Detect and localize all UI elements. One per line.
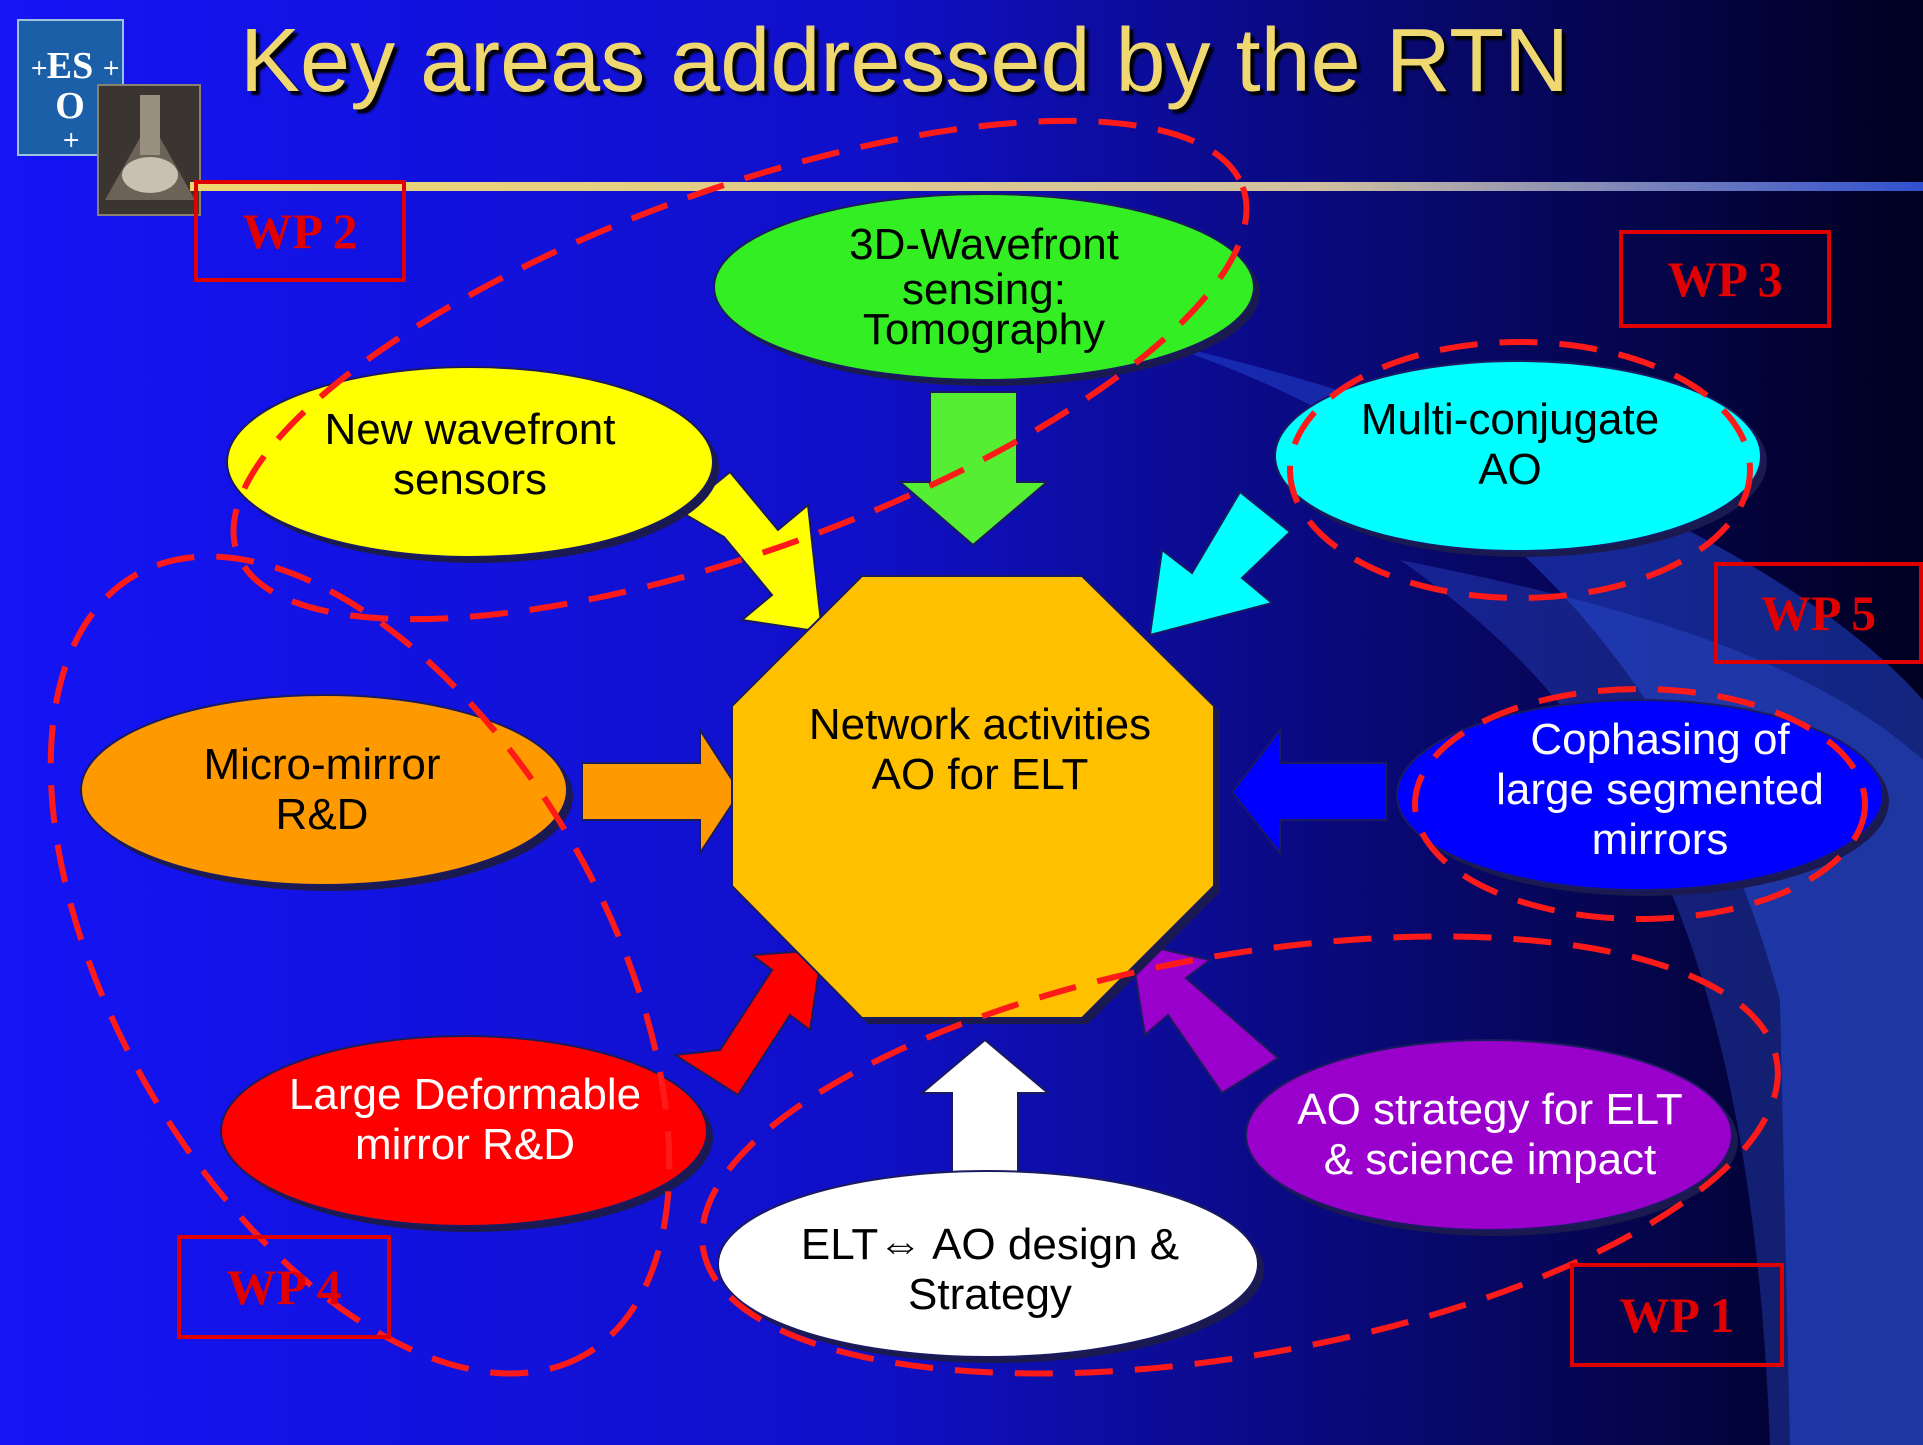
wp5-boundary <box>1412 686 1868 922</box>
node-elt-ao-design <box>717 1170 1259 1358</box>
node-cophasing <box>1396 699 1884 891</box>
wp3-label: WP 3 <box>1619 230 1831 328</box>
wp2-label: WP 2 <box>194 180 406 282</box>
label-line: AO <box>1478 445 1542 494</box>
wp4-label: WP 4 <box>177 1235 391 1339</box>
arrow-tomography <box>897 391 1050 547</box>
label-line: R&D <box>275 790 369 839</box>
label-line: large segmented <box>1496 765 1824 814</box>
arrow-cophasing <box>1230 727 1387 856</box>
svg-text:+: + <box>30 56 48 81</box>
wp5-label: WP 5 <box>1714 562 1923 664</box>
svg-text:ES: ES <box>47 45 93 87</box>
node-tomography <box>713 193 1255 381</box>
label-cophasing: Cophasing of large segmented mirrors <box>1440 710 1880 870</box>
label-large-dm: Large Deformable mirror R&D <box>245 1065 685 1175</box>
wp3-boundary <box>1287 339 1753 601</box>
wp1-label: WP 1 <box>1570 1263 1784 1367</box>
svg-text:+: + <box>102 56 120 81</box>
label-micro-mirror: Micro-mirror R&D <box>102 735 542 845</box>
eso-logo: ES O + + + <box>17 19 124 156</box>
label-line: sensing: <box>902 265 1066 314</box>
label-line: & science impact <box>1323 1135 1657 1184</box>
node-micro-mirror <box>80 694 568 886</box>
node-large-dm <box>220 1035 708 1227</box>
label-line: Multi-conjugate <box>1360 395 1660 444</box>
label-line: Tomography <box>862 305 1106 354</box>
label-line: mirror R&D <box>355 1120 575 1169</box>
label-line: Micro-mirror <box>203 740 441 789</box>
label-line: Cophasing of <box>1530 715 1790 764</box>
telescope-photo <box>97 84 201 216</box>
wp4-boundary <box>47 553 673 1377</box>
slide-title: Key areas addressed by the RTN <box>240 11 1570 111</box>
svg-text:+: + <box>62 128 80 153</box>
label-elt-ao-design: ELT⇔ AO design & Strategy <box>750 1215 1230 1325</box>
node-mcao <box>1274 360 1762 552</box>
background-swoosh <box>1150 340 1923 1445</box>
label-tomography: 3D-Wavefront sensing: Tomography <box>714 210 1254 360</box>
label-line: sensors <box>392 455 548 504</box>
label-line: ELT⇔ AO design & <box>800 1220 1180 1269</box>
label-line: mirrors <box>1591 815 1729 864</box>
label-mcao: Multi-conjugate AO <box>1290 390 1730 500</box>
node-ao-strategy <box>1245 1039 1733 1231</box>
svg-text:O: O <box>55 85 85 127</box>
wp1-boundary <box>699 933 1781 1377</box>
arrow-micro-mirror <box>581 726 742 857</box>
label-line: AO for ELT <box>871 750 1089 799</box>
label-ao-strategy: AO strategy for ELT & science impact <box>1250 1080 1730 1190</box>
label-line: New wavefront <box>324 405 616 454</box>
title-rule <box>190 182 1923 191</box>
label-new-wfs: New wavefront sensors <box>250 395 690 515</box>
label-line: Strategy <box>908 1270 1072 1319</box>
label-line: AO strategy for ELT <box>1297 1085 1683 1134</box>
arrow-ao-strategy <box>1128 940 1280 1095</box>
label-line: 3D-Wavefront <box>849 220 1119 269</box>
label-line: Network activities <box>808 700 1152 749</box>
center-octagon <box>731 575 1215 1019</box>
wp2-boundary <box>230 117 1250 623</box>
label-line: Large Deformable <box>288 1070 642 1119</box>
label-center: Network activities AO for ELT <box>760 695 1200 805</box>
arrow-mcao <box>1148 490 1292 637</box>
node-new-wfs <box>226 366 714 558</box>
